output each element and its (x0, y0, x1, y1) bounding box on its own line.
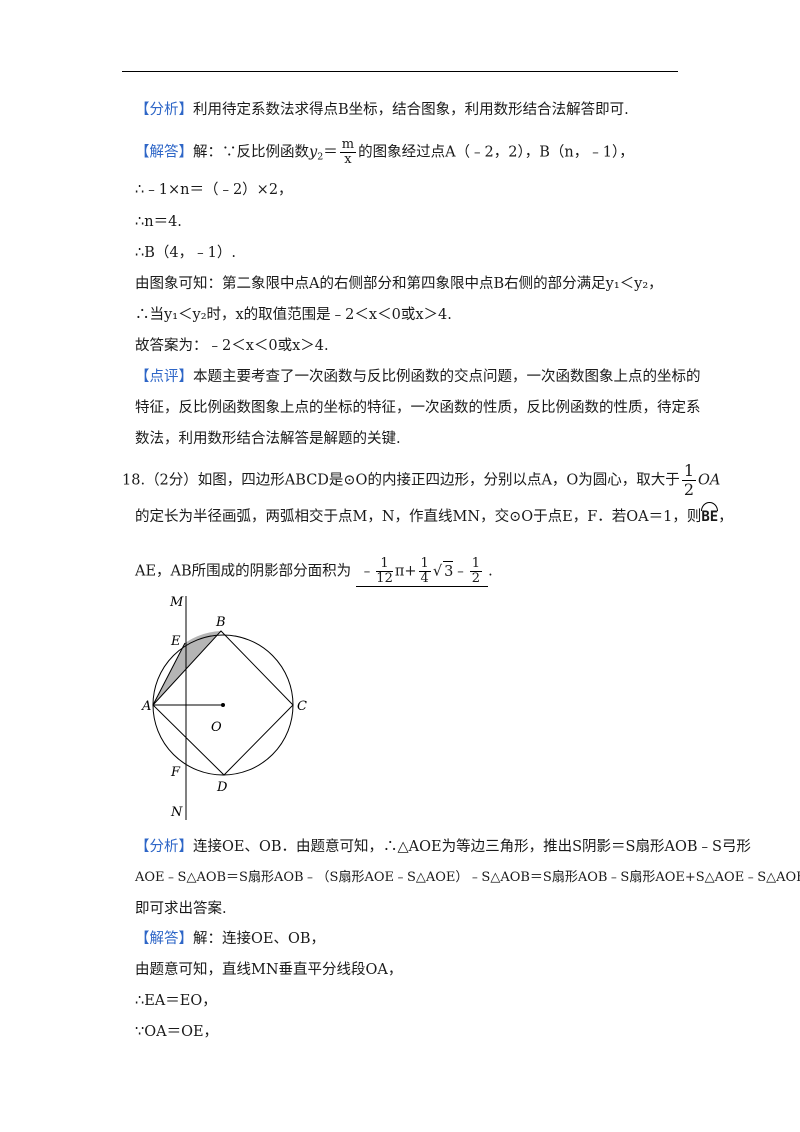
question-number: 18. (122, 472, 146, 489)
square-abcd (152, 630, 294, 776)
question-text-3-end: . (488, 563, 493, 580)
solution2-line-4: ∵OA＝OE， (135, 1024, 219, 1040)
question-text-3: AE，AB所围成的阴影部分面积为 (135, 563, 352, 580)
arc-be-label: BE (701, 502, 719, 525)
solution-rest: 的图象经过点A（﹣2，2），B（n，﹣1）， (358, 144, 634, 161)
label-d: D (216, 780, 228, 795)
ans-frac1-num: 1 (376, 557, 393, 572)
label-f: F (170, 765, 181, 780)
label-m: M (169, 595, 184, 610)
solution-intro: 解：∵反比例函数 (193, 144, 309, 161)
question-18-line-1: 18.（2分）如图，四边形ABCD是⊙O的内接正四边形，分别以点A，O为圆心，取… (122, 462, 720, 499)
analysis2-line-2: AOE﹣S△AOB＝S扇形AOB﹣（S扇形AOE﹣S△AOE）﹣S△AOB＝S扇… (135, 870, 800, 885)
ans-frac2-num: 1 (418, 556, 431, 572)
step-6: 故答案为：﹣2＜x＜0或x＞4. (135, 338, 329, 354)
frac-num: m (339, 137, 357, 153)
step-1: ∴﹣1×n＝（﹣2）×2， (135, 182, 293, 198)
half-num: 1 (681, 461, 696, 481)
step-3: ∴B（4，﹣1）. (135, 245, 236, 261)
analysis-text: 利用待定系数法求得点B坐标，结合图象，利用数形结合法解答即可. (193, 102, 629, 118)
question-text-1: 如图，四边形ABCD是⊙O的内接正四边形，分别以点A，O为圆心，取大于 (197, 472, 680, 489)
step-5: ∴当y₁＜y₂时，x的取值范围是﹣2＜x＜0或x＞4. (135, 307, 452, 323)
ans-frac3-den: 2 (471, 571, 481, 586)
answer-sqrt: 3 (443, 560, 454, 582)
label-o: O (211, 720, 222, 735)
ans-frac3-num: 1 (469, 556, 483, 572)
label-c: C (297, 699, 307, 714)
solution2-line-2: 由题意可知，直线MN垂直平分线段OA， (135, 962, 403, 978)
question-18-line-2: 的定长为半径画弧，两弧相交于点M，N，作直线MN，交⊙O于点E，F．若OA＝1，… (135, 502, 733, 527)
header-rule (122, 71, 678, 72)
comment-line-2: 特征，反比例函数图象上点的坐标的特征，一次函数的性质，反比例函数的性质，待定系 (135, 400, 701, 416)
comment-tag: 【点评】 (135, 369, 193, 385)
step-4: 由图象可知：第二象限中点A的右侧部分和第四象限中点B右侧的部分满足y₁＜y₂， (135, 276, 663, 292)
segment-ae (152, 642, 186, 706)
question-oa: OA (698, 472, 721, 489)
frac-den: x (344, 152, 352, 167)
answer-pi: π (394, 563, 405, 580)
label-b: B (215, 615, 226, 630)
solution2-line-3: ∴EA＝EO， (135, 993, 217, 1009)
ans-frac2-den: 4 (420, 571, 429, 586)
y2-sub: 2 (317, 151, 324, 163)
analysis-tag: 【分析】 (135, 102, 193, 118)
label-e: E (170, 634, 181, 649)
analysis-line: 【分析】利用待定系数法求得点B坐标，结合图象，利用数形结合法解答即可. (135, 100, 629, 120)
question-text-2: 的定长为半径画弧，两弧相交于点M，N，作直线MN，交⊙O于点E，F．若OA＝1，… (135, 509, 702, 525)
label-a: A (141, 699, 151, 714)
y2-var: y (309, 144, 318, 161)
comment-text-1: 本题主要考查了一次函数与反比例函数的交点问题，一次函数图象上点的坐标的 (193, 369, 701, 385)
solution2-tag: 【解答】 (135, 931, 193, 947)
center-point-o (221, 703, 225, 707)
analysis2-line-3: 即可求出答案. (135, 901, 227, 917)
step-2: ∴n＝4. (135, 214, 182, 230)
half-den: 2 (683, 480, 694, 499)
solution2-line-1: 【解答】解：连接OE、OB， (135, 929, 325, 949)
label-n: N (170, 805, 183, 820)
question-text-2-end: ， (718, 509, 733, 525)
geometry-figure: M E B A O C F D N (141, 595, 307, 820)
solution2-text-1: 解：连接OE、OB， (193, 931, 326, 947)
question-score: （2分） (145, 472, 198, 489)
analysis2-text-1: 连接OE、OB．由题意可知，∴△AOE为等边三角形，推出S阴影＝S扇形AOB﹣S… (193, 839, 751, 855)
solution-tag: 【解答】 (135, 144, 193, 161)
comment-line-1: 【点评】本题主要考查了一次函数与反比例函数的交点问题，一次函数图象上点的坐标的 (135, 367, 701, 387)
analysis2-tag: 【分析】 (135, 839, 193, 855)
analysis2-line-1: 【分析】连接OE、OB．由题意可知，∴△AOE为等边三角形，推出S阴影＝S扇形A… (135, 837, 751, 857)
comment-line-3: 数法，利用数形结合法解答是解题的关键. (135, 431, 401, 447)
ans-frac1-den: 12 (376, 571, 393, 586)
